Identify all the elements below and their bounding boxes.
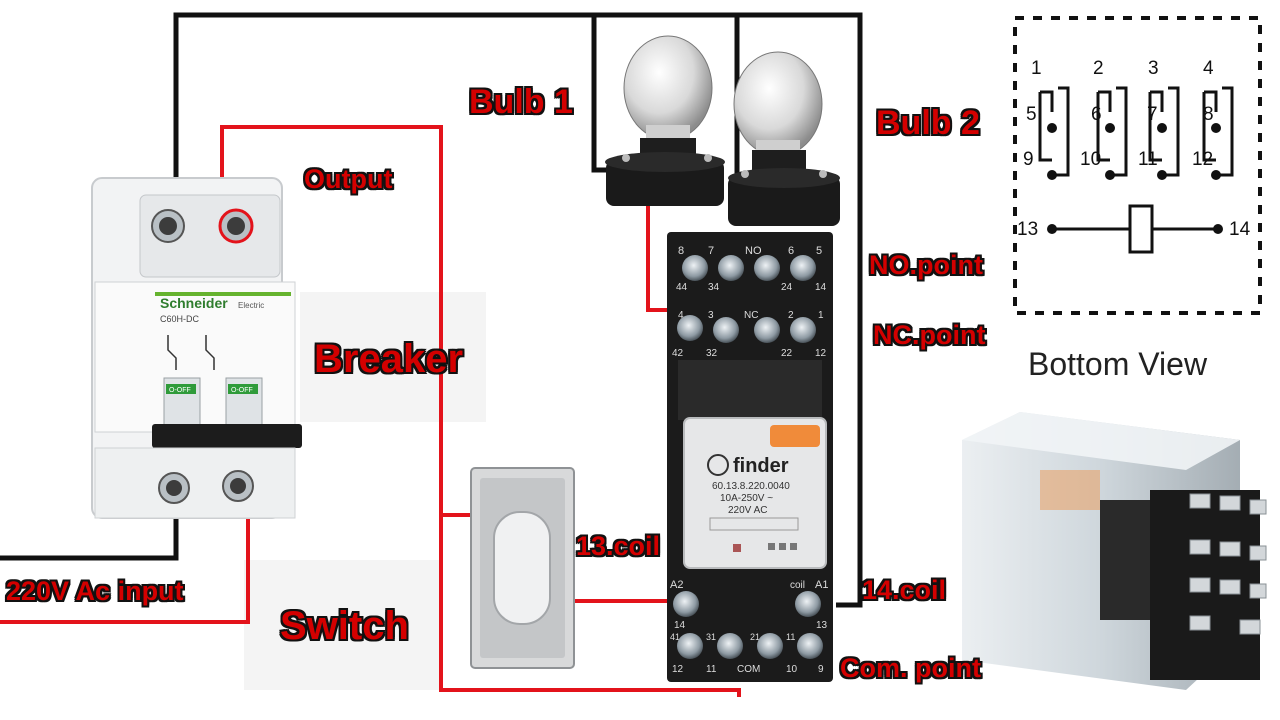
breaker-toggle[interactable] <box>152 424 302 448</box>
relay-rating: 10A-250V ~ <box>720 493 773 504</box>
breaker-model: C60H-DC <box>160 314 200 324</box>
pin-label: 6 <box>1091 104 1102 125</box>
input-label: 220V Ac input <box>6 576 184 606</box>
socket-label: 14 <box>815 282 827 293</box>
screw-terminal <box>754 317 780 343</box>
pin-label: 5 <box>1026 104 1037 125</box>
relay-module: finder 60.13.8.220.0040 10A-250V ~ 220V … <box>683 417 827 569</box>
socket-label: coil <box>790 580 805 591</box>
breaker-brand: Schneider <box>160 295 228 311</box>
bulb-2-label: Bulb 2 <box>876 104 980 142</box>
socket-label: 11 <box>786 632 795 642</box>
circuit-breaker: Schneider Electric C60H-DC O-OFF O-OFF <box>91 177 302 519</box>
socket-label: 12 <box>815 348 827 359</box>
socket-label: 3 <box>708 310 714 321</box>
output-label: Output <box>304 164 393 194</box>
socket-label: 24 <box>781 282 793 293</box>
socket-label: 11 <box>706 664 717 675</box>
screw-terminal <box>754 255 780 281</box>
no-point-label: NO.point <box>869 250 983 280</box>
socket-label: 12 <box>672 664 684 675</box>
socket-label: COM <box>737 664 760 675</box>
screw-terminal <box>795 591 821 617</box>
socket-label: NO <box>745 245 762 257</box>
breaker-label: Breaker <box>314 337 464 381</box>
wall-switch[interactable] <box>470 467 575 669</box>
pin-label: 1 <box>1031 58 1042 79</box>
coil-14-label: 14.coil <box>862 575 947 605</box>
socket-label: A2 <box>670 579 683 591</box>
socket-label: 4 <box>678 310 684 321</box>
screw-terminal <box>757 633 783 659</box>
pin-label: 7 <box>1147 104 1158 125</box>
socket-label: NC <box>744 310 758 321</box>
socket-label: 8 <box>678 245 684 257</box>
pin-label: 8 <box>1203 104 1214 125</box>
pin-label: 12 <box>1192 149 1214 170</box>
bulb-1 <box>605 35 725 206</box>
coil-13-label: 13.coil <box>576 531 661 561</box>
pin-label: 11 <box>1138 149 1158 170</box>
screw-terminal <box>718 255 744 281</box>
screw-terminal <box>790 255 816 281</box>
socket-label: 22 <box>781 348 793 359</box>
pin-label: 14 <box>1229 219 1251 240</box>
pin-label: 10 <box>1080 149 1102 170</box>
pin-label: 3 <box>1148 58 1159 79</box>
bottom-view-title: Bottom View <box>1028 346 1208 382</box>
screw-terminal <box>790 317 816 343</box>
switch-label: Switch <box>280 604 409 648</box>
socket-label: 31 <box>706 632 716 642</box>
relay-socket: 8 7 NO 6 5 44 34 24 14 4 3 NC 2 1 42 32 … <box>667 232 833 682</box>
relay-coil: 220V AC <box>728 505 767 516</box>
socket-label: 21 <box>750 632 760 642</box>
shade-panel <box>300 292 486 422</box>
socket-label: 10 <box>786 664 798 675</box>
breaker-off-label-1: O-OFF <box>169 387 191 394</box>
pin-label: 4 <box>1203 58 1214 79</box>
bulb-1-label: Bulb 1 <box>469 83 573 121</box>
breaker-sub: Electric <box>238 301 264 310</box>
nc-point-label: NC.point <box>873 320 986 350</box>
screw-terminal <box>797 633 823 659</box>
screw-terminal <box>677 633 703 659</box>
shade-panel <box>244 560 440 690</box>
socket-label: 5 <box>816 245 822 257</box>
pin-label: 13 <box>1017 219 1039 240</box>
switch-rocker[interactable] <box>493 511 551 625</box>
socket-label: 44 <box>676 282 688 293</box>
socket-label: 2 <box>788 310 794 321</box>
screw-terminal <box>682 255 708 281</box>
socket-label: 13 <box>816 620 828 631</box>
breaker-off-label-2: O-OFF <box>231 387 253 394</box>
socket-label: A1 <box>815 579 828 591</box>
socket-label: 32 <box>706 348 718 359</box>
socket-label: 1 <box>818 310 824 321</box>
socket-label: 14 <box>674 620 686 631</box>
socket-label: 6 <box>788 245 794 257</box>
socket-label: 41 <box>670 632 680 642</box>
relay-photo <box>962 412 1267 690</box>
pin-label: 2 <box>1093 58 1104 79</box>
socket-label: 7 <box>708 245 714 257</box>
socket-label: 9 <box>818 664 824 675</box>
pin-label: 9 <box>1023 149 1034 170</box>
bottom-view-schematic <box>1013 16 1262 315</box>
test-button[interactable] <box>770 425 820 447</box>
bulb-2 <box>728 51 840 226</box>
relay-brand: finder <box>733 455 789 477</box>
screw-terminal <box>673 591 699 617</box>
screw-terminal <box>713 317 739 343</box>
com-point-label: Com. point <box>840 653 981 683</box>
relay-part-number: 60.13.8.220.0040 <box>712 481 790 492</box>
screw-terminal <box>677 315 703 341</box>
screw-terminal <box>717 633 743 659</box>
socket-label: 42 <box>672 348 684 359</box>
socket-label: 34 <box>708 282 720 293</box>
